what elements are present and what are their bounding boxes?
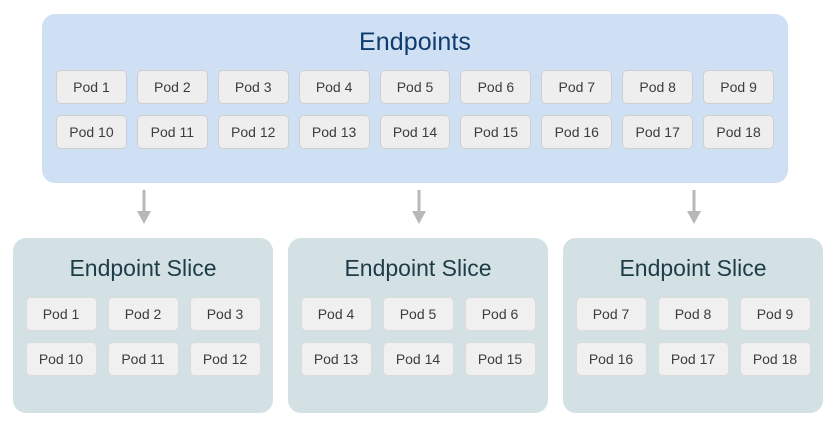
pod-chip[interactable]: Pod 1 bbox=[56, 70, 127, 104]
pod-chip[interactable]: Pod 3 bbox=[189, 297, 261, 331]
pod-chip[interactable]: Pod 11 bbox=[136, 115, 208, 149]
arrow-down-icon bbox=[408, 190, 430, 226]
pod-chip[interactable]: Pod 6 bbox=[460, 70, 532, 104]
slice-pod-row-1: Pod 1 Pod 2 Pod 3 bbox=[25, 297, 261, 331]
endpoints-panel: Endpoints Pod 1 Pod 2 Pod 3 Pod 4 Pod 5 … bbox=[42, 14, 788, 183]
pod-chip[interactable]: Pod 16 bbox=[541, 115, 613, 149]
pod-chip[interactable]: Pod 2 bbox=[107, 297, 179, 331]
pod-chip[interactable]: Pod 10 bbox=[56, 115, 127, 149]
pod-chip[interactable]: Pod 17 bbox=[657, 342, 729, 376]
endpoint-slice-panel-2: Endpoint Slice Pod 4 Pod 5 Pod 6 Pod 13 … bbox=[288, 238, 548, 413]
pod-chip[interactable]: Pod 7 bbox=[575, 297, 647, 331]
slice-pod-row-2: Pod 10 Pod 11 Pod 12 bbox=[25, 342, 261, 376]
pod-chip[interactable]: Pod 13 bbox=[298, 115, 370, 149]
slice-pod-grid: Pod 4 Pod 5 Pod 6 Pod 13 Pod 14 Pod 15 bbox=[288, 297, 548, 376]
pod-chip[interactable]: Pod 5 bbox=[379, 70, 451, 104]
pod-chip[interactable]: Pod 8 bbox=[657, 297, 729, 331]
endpoint-slice-title: Endpoint Slice bbox=[619, 255, 767, 281]
pod-chip[interactable]: Pod 5 bbox=[382, 297, 454, 331]
pod-chip[interactable]: Pod 12 bbox=[217, 115, 289, 149]
endpoint-slice-title: Endpoint Slice bbox=[69, 255, 217, 281]
pod-chip[interactable]: Pod 15 bbox=[460, 115, 532, 149]
pod-chip[interactable]: Pod 7 bbox=[541, 70, 613, 104]
pod-chip[interactable]: Pod 6 bbox=[464, 297, 536, 331]
pod-chip[interactable]: Pod 14 bbox=[382, 342, 454, 376]
endpoint-slice-title: Endpoint Slice bbox=[344, 255, 492, 281]
slice-pod-row-2: Pod 16 Pod 17 Pod 18 bbox=[575, 342, 811, 376]
slice-pod-row-1: Pod 7 Pod 8 Pod 9 bbox=[575, 297, 811, 331]
pod-chip[interactable]: Pod 1 bbox=[25, 297, 97, 331]
pod-chip[interactable]: Pod 9 bbox=[703, 70, 775, 104]
slice-pod-grid: Pod 7 Pod 8 Pod 9 Pod 16 Pod 17 Pod 18 bbox=[563, 297, 823, 376]
slice-pod-row-2: Pod 13 Pod 14 Pod 15 bbox=[300, 342, 536, 376]
slice-pod-grid: Pod 1 Pod 2 Pod 3 Pod 10 Pod 11 Pod 12 bbox=[13, 297, 273, 376]
pod-chip[interactable]: Pod 18 bbox=[703, 115, 775, 149]
slice-pod-row-1: Pod 4 Pod 5 Pod 6 bbox=[300, 297, 536, 331]
endpoint-slice-panel-1: Endpoint Slice Pod 1 Pod 2 Pod 3 Pod 10 … bbox=[13, 238, 273, 413]
pod-chip[interactable]: Pod 3 bbox=[217, 70, 289, 104]
pod-chip[interactable]: Pod 4 bbox=[298, 70, 370, 104]
pod-chip[interactable]: Pod 18 bbox=[739, 342, 811, 376]
endpoint-slice-panel-3: Endpoint Slice Pod 7 Pod 8 Pod 9 Pod 16 … bbox=[563, 238, 823, 413]
pod-chip[interactable]: Pod 12 bbox=[189, 342, 261, 376]
arrow-down-icon bbox=[683, 190, 705, 226]
pod-chip[interactable]: Pod 2 bbox=[136, 70, 208, 104]
endpoints-title: Endpoints bbox=[358, 28, 472, 56]
pod-chip[interactable]: Pod 4 bbox=[300, 297, 372, 331]
pod-chip[interactable]: Pod 8 bbox=[622, 70, 694, 104]
pod-chip[interactable]: Pod 14 bbox=[379, 115, 451, 149]
endpoints-pod-row-2: Pod 10 Pod 11 Pod 12 Pod 13 Pod 14 Pod 1… bbox=[56, 115, 775, 149]
pod-chip[interactable]: Pod 11 bbox=[107, 342, 179, 376]
endpoints-pod-grid: Pod 1 Pod 2 Pod 3 Pod 4 Pod 5 Pod 6 Pod … bbox=[42, 70, 788, 149]
pod-chip[interactable]: Pod 13 bbox=[300, 342, 372, 376]
pod-chip[interactable]: Pod 15 bbox=[464, 342, 536, 376]
endpoints-pod-row-1: Pod 1 Pod 2 Pod 3 Pod 4 Pod 5 Pod 6 Pod … bbox=[56, 70, 775, 104]
pod-chip[interactable]: Pod 17 bbox=[622, 115, 694, 149]
pod-chip[interactable]: Pod 10 bbox=[25, 342, 97, 376]
arrow-down-icon bbox=[133, 190, 155, 226]
pod-chip[interactable]: Pod 16 bbox=[575, 342, 647, 376]
pod-chip[interactable]: Pod 9 bbox=[739, 297, 811, 331]
